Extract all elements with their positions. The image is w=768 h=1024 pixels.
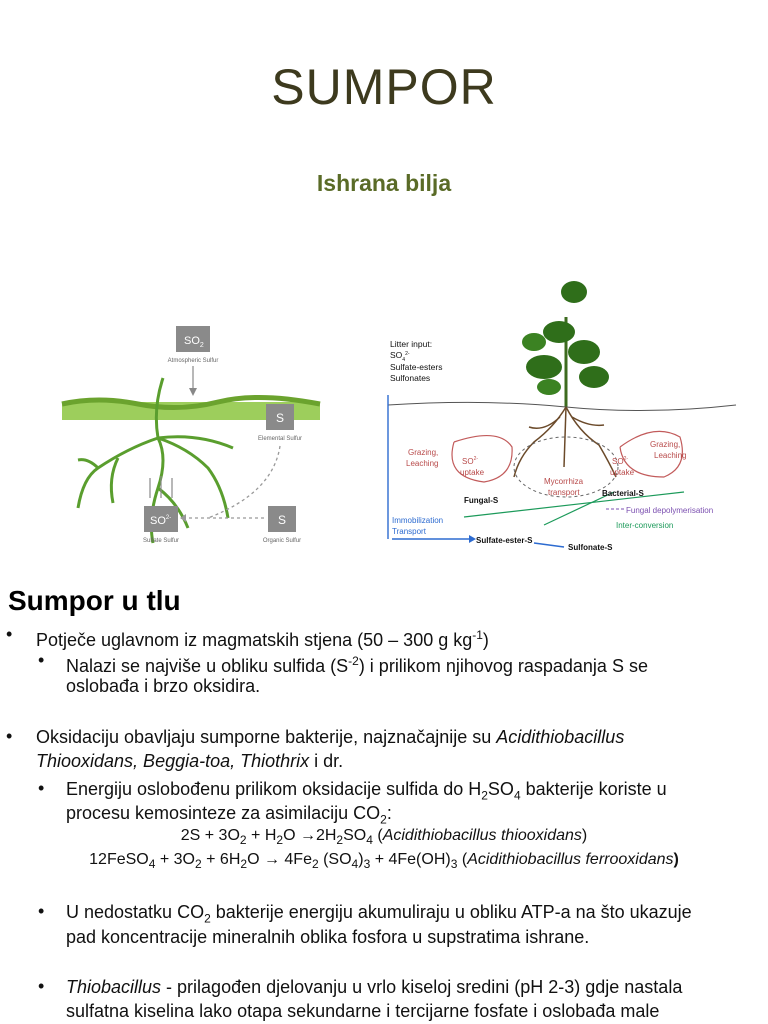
sulfate-box bbox=[144, 506, 178, 532]
so2-box bbox=[176, 326, 210, 352]
svg-text:Leaching: Leaching bbox=[654, 451, 686, 460]
bullet-dot: • bbox=[38, 778, 45, 798]
svg-text:Atmospheric Sulfur: Atmospheric Sulfur bbox=[168, 358, 219, 364]
slide-title: SUMPOR bbox=[271, 59, 497, 115]
grass-band bbox=[62, 402, 320, 420]
bullet-4-line2: sulfatna kiselina lako otapa sekundarne … bbox=[66, 1001, 660, 1021]
svg-text:Organic Sulfur: Organic Sulfur bbox=[263, 538, 301, 544]
bullet-dot: • bbox=[38, 650, 45, 670]
sulfur-cycle-figure: SO2 Atmospheric Sulfur S Elemental Sulfu… bbox=[58, 318, 330, 558]
plant-sulfur-diagram: Litter input: SO42- Sulfate-esters Sulfo… bbox=[384, 277, 740, 555]
svg-text:SO2-: SO2- bbox=[612, 456, 628, 466]
svg-text:S: S bbox=[278, 513, 286, 527]
elemental-box bbox=[266, 404, 294, 430]
equation-2: 12FeSO4 + 3O2 + 6H2O → 4Fe2 (SO4)3 + 4Fe… bbox=[89, 851, 679, 872]
bullet-1a-line1: Nalazi se najviše u obliku sulfida (S-2)… bbox=[66, 654, 648, 676]
svg-text:Sulfate Sulfur: Sulfate Sulfur bbox=[143, 538, 179, 544]
svg-text:transport: transport bbox=[548, 488, 580, 497]
bullet-2-line2: Thiooxidans, Beggia-toa, Thiothrix i dr. bbox=[36, 751, 344, 771]
bullet-2a-line1: Energiju oslobođenu prilikom oksidacije … bbox=[66, 779, 667, 803]
svg-text:Transport: Transport bbox=[392, 527, 427, 536]
equation-1: 2S + 3O2 + H2O →2H2SO4 (Acidithiobacillu… bbox=[180, 827, 588, 848]
svg-text:Inter-conversion: Inter-conversion bbox=[616, 521, 673, 530]
bullet-dot: • bbox=[38, 901, 45, 921]
bullet-dot: • bbox=[6, 624, 13, 644]
svg-text:Grazing,: Grazing, bbox=[408, 448, 438, 457]
svg-text:Immobilization: Immobilization bbox=[392, 516, 443, 525]
svg-text:uptake: uptake bbox=[460, 468, 485, 477]
svg-text:Sulfonate-S: Sulfonate-S bbox=[568, 543, 613, 552]
plant bbox=[522, 281, 609, 407]
svg-text:uptake: uptake bbox=[610, 468, 635, 477]
bullet-dot: • bbox=[6, 726, 13, 746]
bullet-3-line2: pad koncentracije mineralnih oblika fosf… bbox=[66, 927, 590, 947]
organic-box bbox=[268, 506, 296, 532]
svg-text:Grazing,: Grazing, bbox=[650, 440, 680, 449]
svg-text:Mycorrhiza: Mycorrhiza bbox=[544, 477, 584, 486]
svg-text:Fungal depolymerisation: Fungal depolymerisation bbox=[626, 506, 713, 515]
svg-text:S: S bbox=[276, 411, 284, 425]
svg-text:Elemental Sulfur: Elemental Sulfur bbox=[258, 436, 302, 442]
bullet-3-line1: U nedostatku CO2 bakterije energiju akum… bbox=[66, 902, 692, 926]
svg-text:SO2-: SO2- bbox=[462, 456, 478, 466]
svg-text:Litter input:: Litter input: bbox=[390, 339, 432, 349]
svg-text:Bacterial-S: Bacterial-S bbox=[602, 489, 644, 498]
svg-text:Sulfate-esters: Sulfate-esters bbox=[390, 362, 442, 372]
bullet-dot: • bbox=[38, 976, 45, 996]
svg-text:Fungal-S: Fungal-S bbox=[464, 496, 499, 505]
svg-text:Leaching: Leaching bbox=[406, 459, 438, 468]
svg-text:Sulfate-ester-S: Sulfate-ester-S bbox=[476, 536, 533, 545]
bullet-1a-line2: oslobađa i brzo oksidira. bbox=[66, 676, 261, 696]
bullet-1-text: Potječe uglavnom iz magmatskih stjena (5… bbox=[36, 628, 489, 650]
section-heading: Sumpor u tlu bbox=[8, 585, 181, 616]
bullet-2-line1: Oksidaciju obavljaju sumporne bakterije,… bbox=[36, 727, 625, 747]
svg-text:SO2: SO2 bbox=[184, 335, 204, 349]
svg-text:SO42-: SO42- bbox=[390, 350, 410, 363]
slide-subtitle: Ishrana bilja bbox=[316, 170, 452, 196]
bullet-4-line1: Thiobacillus - prilagođen djelovanju u v… bbox=[66, 977, 683, 997]
bullet-2a-line2: procesu kemosinteze za asimilaciju CO2: bbox=[66, 803, 392, 827]
svg-text:Sulfonates: Sulfonates bbox=[390, 373, 430, 383]
svg-text:SO2-: SO2- bbox=[150, 515, 171, 527]
